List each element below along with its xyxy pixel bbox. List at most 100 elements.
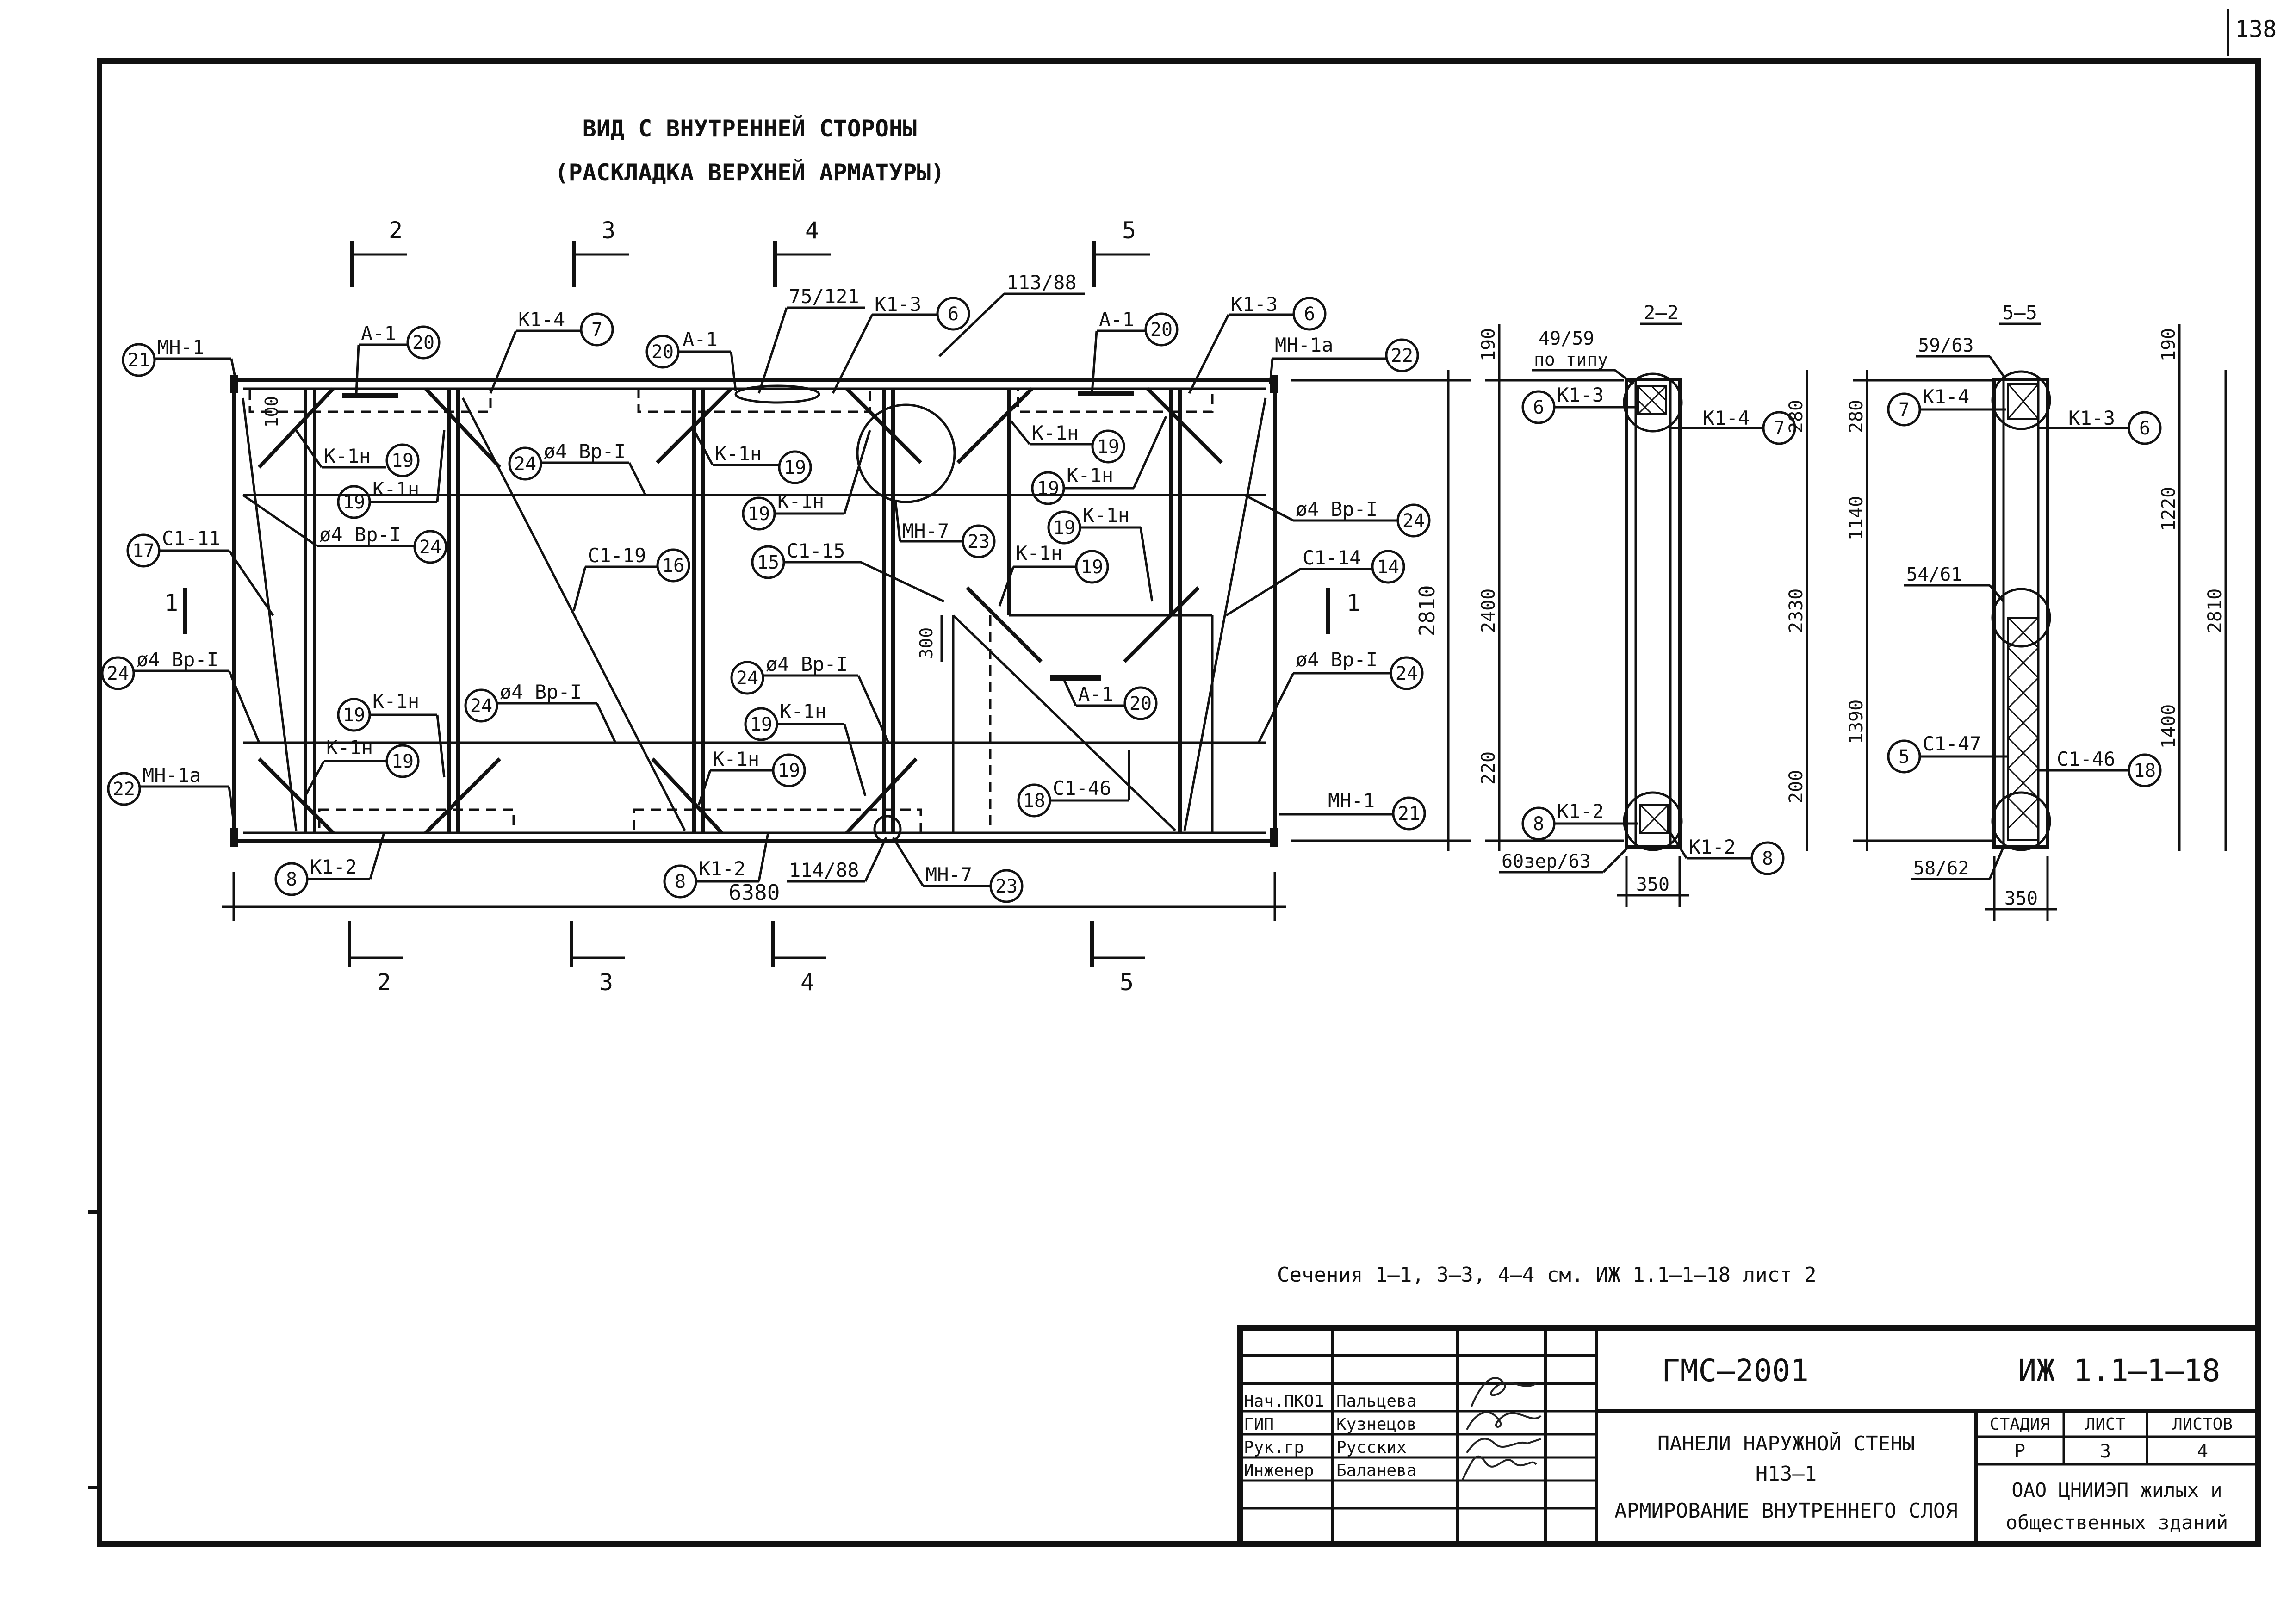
svg-text:21: 21 xyxy=(128,350,150,371)
svg-text:К1-4: К1-4 xyxy=(1923,385,1969,408)
dimension-6380: 6380 xyxy=(222,872,1286,921)
section-mark-2-bottom: 2 xyxy=(348,921,403,996)
svg-text:75/121: 75/121 xyxy=(789,285,859,308)
section-mark-4-top: 4 xyxy=(773,217,831,287)
stamp-org-code: ГМС–2001 xyxy=(1662,1353,1809,1388)
svg-text:6380: 6380 xyxy=(729,880,780,905)
svg-text:МН-1: МН-1 xyxy=(1328,789,1375,812)
svg-text:6: 6 xyxy=(1533,397,1544,418)
section-mark-1-left: 1 xyxy=(164,588,187,634)
svg-text:1: 1 xyxy=(164,589,178,616)
svg-text:18: 18 xyxy=(1023,790,1045,812)
svg-text:МН-7: МН-7 xyxy=(925,863,972,886)
svg-text:300: 300 xyxy=(916,627,937,659)
svg-text:7: 7 xyxy=(591,319,602,341)
svg-text:ø4 Вр-I: ø4 Вр-I xyxy=(544,440,626,463)
section-mark-3-bottom: 3 xyxy=(570,921,625,996)
svg-text:100: 100 xyxy=(261,396,282,428)
svg-text:19: 19 xyxy=(343,492,365,513)
svg-text:С1-15: С1-15 xyxy=(787,539,845,562)
stamp-name-2: Русских xyxy=(1336,1438,1407,1457)
svg-text:19: 19 xyxy=(1053,517,1075,539)
callout-rebar-left-top: ø4 Вр-I 24 xyxy=(242,494,447,564)
callout-k1n-right-1: К-1н 19 xyxy=(1010,420,1125,464)
callout-k1n-right-2: 19 К-1н xyxy=(1031,415,1167,505)
svg-text:4: 4 xyxy=(805,217,819,244)
svg-text:24: 24 xyxy=(736,668,758,689)
stamp-title-2: Н13–1 xyxy=(1756,1462,1817,1486)
svg-text:190: 190 xyxy=(1478,328,1499,361)
callout-k1n-left-3: 19 К-1н xyxy=(337,690,446,778)
svg-text:3: 3 xyxy=(602,217,615,244)
svg-text:К-1н: К-1н xyxy=(1016,542,1062,564)
svg-text:24: 24 xyxy=(1396,663,1418,684)
stamp-org-2: общественных зданий xyxy=(2006,1511,2228,1534)
callout-c115: 15 С1-15 xyxy=(751,539,945,603)
stamp-name-0: Пальцева xyxy=(1336,1392,1416,1411)
svg-text:8: 8 xyxy=(1762,848,1773,869)
svg-text:К1-4: К1-4 xyxy=(1703,407,1750,429)
callout-mn1-bottom-right: МН-1 21 xyxy=(1279,789,1426,831)
svg-text:ø4 Вр-I: ø4 Вр-I xyxy=(1296,498,1378,521)
callout-k1n-left-1: К-1н 19 xyxy=(295,429,420,477)
svg-text:18: 18 xyxy=(2134,760,2156,781)
svg-text:21: 21 xyxy=(1398,803,1420,824)
callout-rebar-mid2-bottom: 24 ø4 Вр-I xyxy=(730,653,890,744)
svg-text:20: 20 xyxy=(412,332,434,353)
svg-text:113/88: 113/88 xyxy=(1006,271,1077,294)
svg-text:2: 2 xyxy=(389,217,403,244)
svg-text:23: 23 xyxy=(995,876,1018,897)
svg-text:ø4 Вр-I: ø4 Вр-I xyxy=(766,653,848,676)
svg-text:8: 8 xyxy=(1533,813,1544,835)
section-mark-2-top: 2 xyxy=(350,217,407,287)
callout-mn1a-bottom-left: 22 МН-1а xyxy=(107,764,236,833)
svg-text:20: 20 xyxy=(652,341,674,363)
svg-text:2: 2 xyxy=(377,969,391,996)
svg-text:2400: 2400 xyxy=(1478,589,1499,633)
svg-text:К1-2: К1-2 xyxy=(1557,800,1604,823)
svg-text:ø4 Вр-I: ø4 Вр-I xyxy=(1296,648,1378,671)
section-mark-1-right: 1 xyxy=(1326,588,1360,634)
svg-text:6: 6 xyxy=(2139,418,2150,439)
section-2-2: 2–2 190 2400 220 280 2330 200 49/59 по т… xyxy=(1478,301,1808,907)
svg-text:114/88: 114/88 xyxy=(789,859,859,881)
callout-k13-top-right: К1-3 6 xyxy=(1188,293,1327,394)
svg-text:49/59: 49/59 xyxy=(1539,328,1594,349)
sections-note: Сечения 1–1, 3–3, 4–4 см. ИЖ 1.1–1–18 ли… xyxy=(1277,1263,1817,1287)
svg-text:К-1н: К-1н xyxy=(324,445,371,467)
section-5-5-title: 5–5 xyxy=(2002,301,2037,324)
callout-mn1a-top-right: МН-1а 22 xyxy=(1269,334,1419,384)
svg-text:19: 19 xyxy=(750,714,772,735)
stamp-sheets: 4 xyxy=(2197,1441,2208,1462)
svg-text:1: 1 xyxy=(1347,589,1360,616)
callout-a1-top-right: А-1 20 xyxy=(1091,308,1179,394)
svg-text:17: 17 xyxy=(132,540,155,562)
svg-text:ø4 Вр-I: ø4 Вр-I xyxy=(500,681,582,703)
section-mark-4-bottom: 4 xyxy=(771,921,826,996)
svg-text:С1-19: С1-19 xyxy=(588,544,646,567)
svg-text:С1-14: С1-14 xyxy=(1303,546,1361,569)
svg-text:К-1н: К-1н xyxy=(777,490,824,513)
svg-text:К1-2: К1-2 xyxy=(310,855,357,878)
callout-a1-mid: А-1 20 xyxy=(1063,679,1158,720)
callout-rebar-right-top: ø4 Вр-I 24 xyxy=(1244,494,1431,538)
svg-text:7: 7 xyxy=(1774,418,1785,439)
callout-c146-main: 18 С1-46 xyxy=(1017,750,1130,818)
callout-k13-top-mid: К1-3 6 xyxy=(832,293,970,394)
svg-text:К-1н: К-1н xyxy=(372,690,419,713)
callout-k1n-left-2: 19 К-1н xyxy=(337,430,446,519)
svg-text:190: 190 xyxy=(2158,328,2179,361)
svg-text:ø4 Вр-I: ø4 Вр-I xyxy=(319,523,401,546)
dimension-100: 100 xyxy=(261,396,282,428)
svg-text:5: 5 xyxy=(1120,969,1134,996)
callout-113-88: 113/88 xyxy=(938,271,1085,357)
stamp-name-1: Кузнецов xyxy=(1336,1415,1416,1434)
svg-text:22: 22 xyxy=(113,779,135,800)
callout-k12-mid: 8 К1-2 xyxy=(663,832,769,899)
svg-text:К-1н: К-1н xyxy=(372,478,419,501)
svg-text:24: 24 xyxy=(419,537,441,558)
svg-text:1400: 1400 xyxy=(2158,704,2179,749)
section-mark-5-bottom: 5 xyxy=(1090,921,1145,996)
svg-text:15: 15 xyxy=(757,552,779,573)
